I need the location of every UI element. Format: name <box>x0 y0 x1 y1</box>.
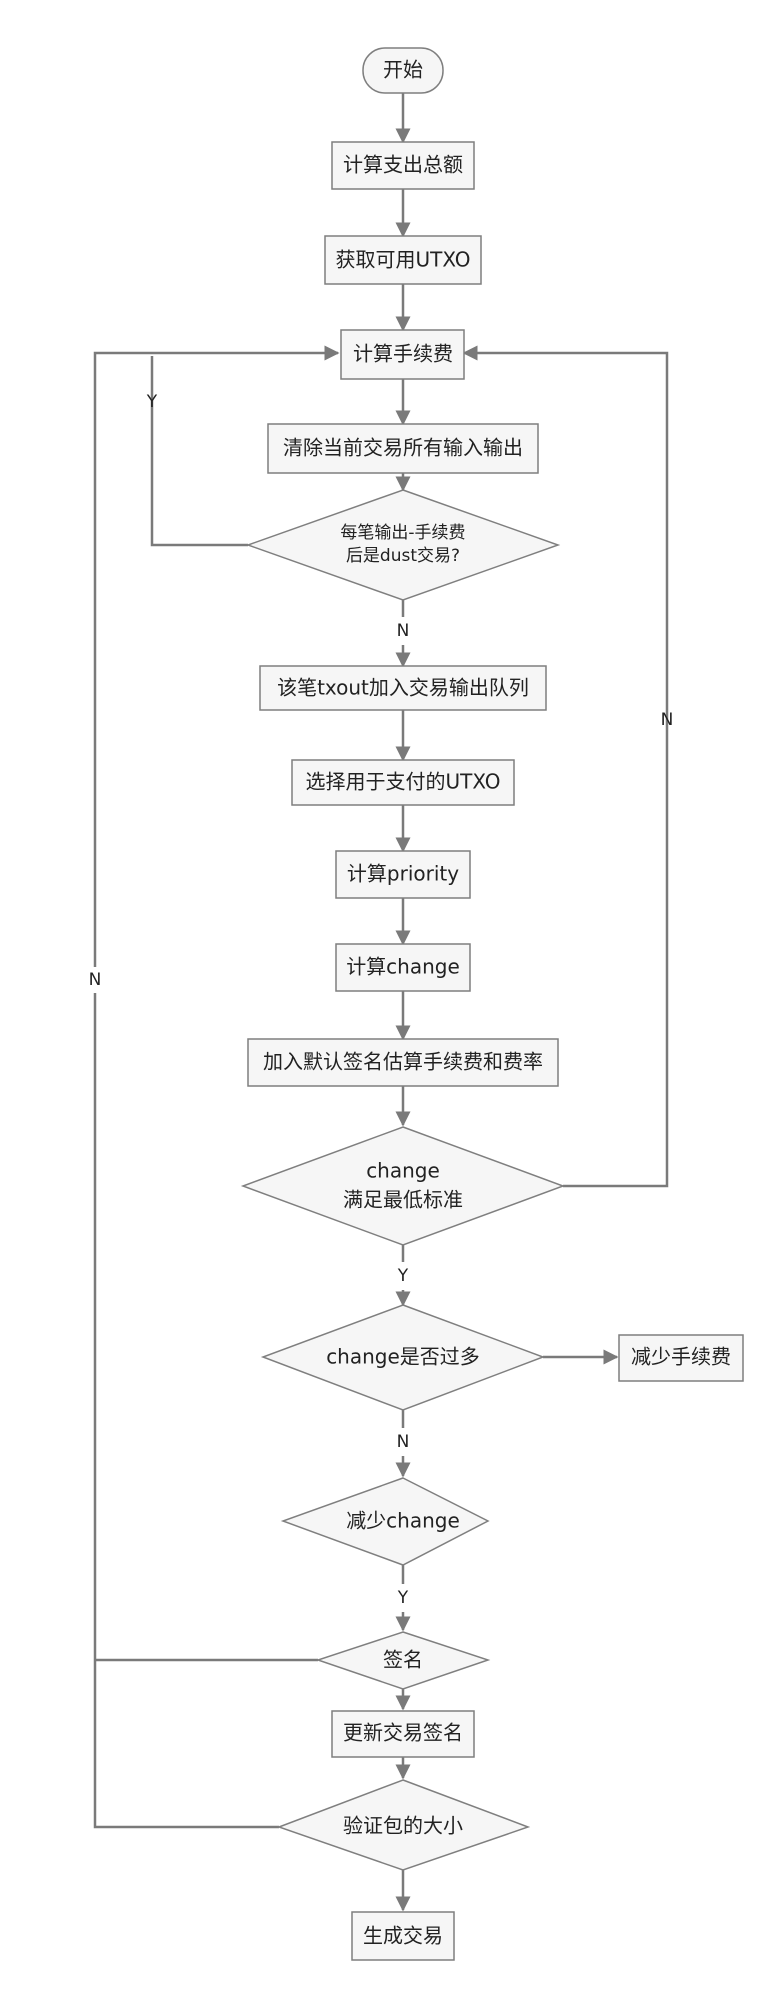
nodes: 开始 计算支出总额 获取可用UTXO 计算手续费 清除当前交易所有输入输出 每笔… <box>240 47 744 1961</box>
node-sign: 签名 <box>315 1631 491 1690</box>
label-reduce-change-yes: Y <box>397 1588 409 1608</box>
node-reduce-change: 减少change <box>280 1477 490 1566</box>
sign-label: 签名 <box>383 1648 423 1672</box>
select-utxo-label: 选择用于支付的UTXO <box>305 770 500 794</box>
edges <box>93 93 669 1912</box>
node-verify-size: 验证包的大小 <box>276 1779 531 1871</box>
edge-loop-no-upper <box>93 345 340 967</box>
calc-fee-box <box>340 329 465 380</box>
node-dust-check: 每笔输出-手续费 后是dust交易? <box>245 489 561 601</box>
change-ok-label-1: change <box>366 1159 440 1183</box>
node-estimate-fee: 加入默认签名估算手续费和费率 <box>247 1038 559 1087</box>
gen-tx-box <box>351 1911 455 1961</box>
sign-diamond <box>315 1631 491 1690</box>
change-ok-diamond <box>240 1126 566 1246</box>
reduce-change-label: 减少change <box>346 1509 460 1533</box>
update-sign-box <box>331 1710 475 1758</box>
estimate-fee-box <box>247 1038 559 1087</box>
start-terminal <box>362 47 444 94</box>
label-dust-no: N <box>397 621 410 641</box>
update-sign-label: 更新交易签名 <box>343 1721 463 1745</box>
node-calc-priority: 计算priority <box>335 850 471 899</box>
calc-total-box <box>331 141 475 190</box>
node-get-utxo: 获取可用UTXO <box>324 235 482 285</box>
calc-fee-label: 计算手续费 <box>353 342 453 366</box>
edge-labels: Y N N Y N Y N <box>89 392 674 1608</box>
reduce-change-diamond <box>280 1477 490 1566</box>
reduce-fee-box <box>618 1334 744 1382</box>
node-change-ok: change 满足最低标准 <box>240 1126 566 1246</box>
node-update-sign: 更新交易签名 <box>331 1710 475 1758</box>
label-change-ok-yes: Y <box>397 1266 409 1286</box>
calc-priority-box <box>335 850 471 899</box>
node-select-utxo: 选择用于支付的UTXO <box>291 759 515 806</box>
change-ok-label-2: 满足最低标准 <box>343 1188 463 1212</box>
change-too-much-diamond <box>260 1304 546 1411</box>
node-gen-tx: 生成交易 <box>351 1911 455 1961</box>
dust-check-label-1: 每笔输出-手续费 <box>340 523 465 543</box>
start-label: 开始 <box>383 58 423 82</box>
reduce-fee-label: 减少手续费 <box>631 1345 731 1369</box>
edge-verify-no-lower <box>93 993 279 1829</box>
calc-priority-label: 计算priority <box>347 862 459 886</box>
calc-change-label: 计算change <box>346 955 460 979</box>
dust-check-label-2: 后是dust交易? <box>346 546 460 566</box>
calc-total-label: 计算支出总额 <box>343 153 463 177</box>
change-too-much-label: change是否过多 <box>326 1345 480 1369</box>
label-change-ok-no: N <box>661 710 674 730</box>
label-loop-no: N <box>89 970 102 990</box>
node-change-too-much: change是否过多 <box>260 1304 546 1411</box>
clear-io-box <box>267 423 539 474</box>
gen-tx-label: 生成交易 <box>363 1924 443 1948</box>
add-txout-label: 该笔txout加入交易输出队列 <box>277 676 529 700</box>
estimate-fee-label: 加入默认签名估算手续费和费率 <box>263 1050 543 1074</box>
dust-check-diamond <box>245 489 561 601</box>
get-utxo-label: 获取可用UTXO <box>335 248 470 272</box>
label-too-much-no: N <box>397 1432 410 1452</box>
edge-change-ok-no-loop <box>462 345 669 1188</box>
get-utxo-box <box>324 235 482 285</box>
calc-change-box <box>335 943 471 992</box>
clear-io-label: 清除当前交易所有输入输出 <box>283 436 523 460</box>
node-calc-fee: 计算手续费 <box>340 329 465 380</box>
edge-dust-yes-line <box>150 356 248 547</box>
node-clear-io: 清除当前交易所有输入输出 <box>267 423 539 474</box>
add-txout-box <box>259 665 547 711</box>
node-add-txout: 该笔txout加入交易输出队列 <box>259 665 547 711</box>
node-reduce-fee: 减少手续费 <box>618 1334 744 1382</box>
verify-size-label: 验证包的大小 <box>343 1814 463 1838</box>
node-start: 开始 <box>362 47 444 94</box>
select-utxo-box <box>291 759 515 806</box>
label-dust-yes: Y <box>146 392 158 412</box>
node-calc-total: 计算支出总额 <box>331 141 475 190</box>
verify-size-diamond <box>276 1779 531 1871</box>
node-calc-change: 计算change <box>335 943 471 992</box>
